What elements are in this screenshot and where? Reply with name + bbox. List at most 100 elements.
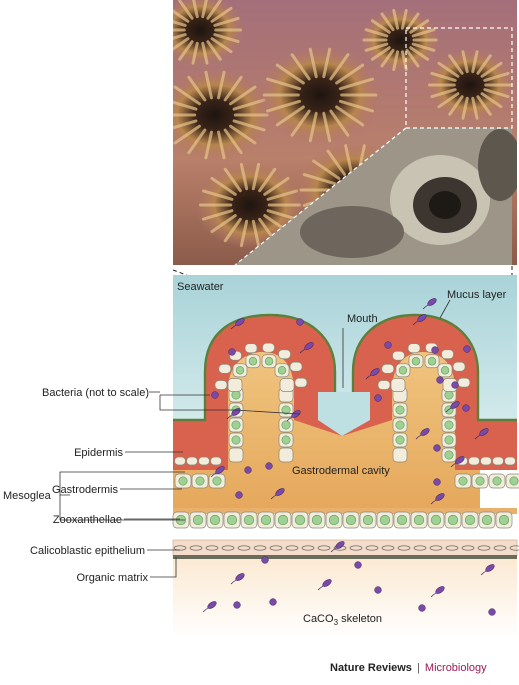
gastrodermal-cell bbox=[186, 456, 198, 466]
calicoblastic-cell bbox=[509, 545, 519, 551]
bacterium-flagellum bbox=[450, 462, 457, 468]
polyp-tentacle bbox=[206, 0, 222, 20]
polyp-tentacle bbox=[411, 28, 436, 38]
polyp-tentacle bbox=[217, 130, 226, 160]
label-gastrodermis: Gastrodermis bbox=[52, 484, 119, 496]
polyp-tentacle bbox=[223, 128, 243, 155]
zooxanthella bbox=[264, 357, 274, 366]
polyp-tentacle bbox=[483, 71, 510, 82]
bacterium bbox=[463, 345, 471, 353]
mesoglea-band bbox=[173, 508, 517, 514]
polyp-tentacle bbox=[308, 47, 318, 79]
gastrodermal-cell bbox=[452, 361, 466, 372]
magnified-inset bbox=[235, 128, 517, 265]
bacterium-flagellum bbox=[202, 607, 209, 613]
bacterium bbox=[451, 381, 459, 389]
zooxanthella bbox=[260, 514, 272, 526]
bacterium-flagellum bbox=[365, 374, 372, 380]
polyp-tentacle bbox=[239, 162, 249, 191]
gastrodermal-cell bbox=[244, 343, 258, 354]
polyp-tentacle bbox=[461, 96, 469, 120]
polyp-tentacle bbox=[290, 53, 311, 81]
polyp-tentacle bbox=[187, 75, 207, 102]
zooxanthella bbox=[209, 514, 221, 526]
gastrodermal-cell bbox=[228, 447, 244, 463]
polyp-tentacle bbox=[173, 124, 201, 145]
polyp-tentacle bbox=[430, 71, 457, 82]
polyp-tentacle bbox=[266, 189, 299, 201]
polyp-tentacle bbox=[370, 19, 391, 34]
zooxanthella bbox=[178, 476, 188, 486]
gastrodermal-cell bbox=[392, 447, 408, 463]
calicoblastic-cell bbox=[253, 545, 267, 551]
label-mucus-layer: Mucus layer bbox=[447, 289, 507, 301]
bacterium bbox=[233, 601, 241, 609]
polyp-tentacle bbox=[338, 77, 374, 91]
gastrodermal-cell bbox=[289, 361, 303, 372]
zooxanthella bbox=[195, 476, 205, 486]
organic-matrix bbox=[173, 555, 517, 559]
polyp-tentacle bbox=[322, 47, 332, 79]
polyp-tentacle bbox=[364, 42, 389, 52]
credit-journal: Microbiology bbox=[424, 662, 487, 674]
polyp-tentacle bbox=[430, 88, 457, 99]
polyp-tentacle bbox=[411, 42, 436, 52]
gastrodermal-cell bbox=[441, 349, 454, 360]
calicoblastic-cell bbox=[397, 545, 411, 551]
polyp-tentacle bbox=[290, 109, 311, 137]
polyp-tentacle bbox=[191, 41, 199, 65]
polyp-tentacle bbox=[448, 95, 464, 116]
gastrodermal-cell bbox=[198, 456, 210, 466]
polyp-tentacle bbox=[258, 167, 277, 193]
polyp-tentacle bbox=[192, 0, 199, 19]
polyp-tentacle bbox=[229, 124, 257, 145]
gastrodermal-cell bbox=[218, 363, 232, 374]
polyp-tentacle bbox=[448, 54, 464, 75]
bacterium-flagellum bbox=[299, 348, 306, 354]
zooxanthella bbox=[440, 366, 450, 375]
polyp-tentacle bbox=[329, 109, 350, 137]
zooxanthella bbox=[458, 476, 468, 486]
polyp-tentacle bbox=[437, 92, 460, 109]
bacterium-flagellum bbox=[415, 434, 422, 440]
polyp-tentacle bbox=[275, 105, 305, 127]
polyp-tentacle bbox=[338, 99, 374, 113]
bacterium-flagellum bbox=[430, 592, 437, 598]
polyp-tentacle bbox=[213, 33, 240, 44]
polyp-tentacle bbox=[405, 12, 420, 32]
bacterium bbox=[228, 348, 236, 356]
polyp-tentacle bbox=[173, 85, 201, 106]
zooxanthella bbox=[396, 514, 408, 526]
bacterium bbox=[418, 604, 426, 612]
polyp-tentacle bbox=[229, 85, 257, 106]
bacterium bbox=[235, 491, 243, 499]
polyp-tentacle bbox=[480, 61, 503, 78]
calicoblastic-cell bbox=[237, 545, 251, 551]
polyp-tentacle bbox=[263, 176, 290, 196]
polyp-tentacle bbox=[223, 217, 242, 243]
zooxanthella bbox=[345, 514, 357, 526]
zooxanthella bbox=[492, 476, 502, 486]
journal-credit: Nature Reviews | Microbiology bbox=[330, 662, 487, 674]
calicoblastic-cell bbox=[285, 545, 299, 551]
label-organic-matrix: Organic matrix bbox=[76, 572, 148, 584]
polyp-tentacle bbox=[400, 8, 408, 30]
zooxanthella bbox=[277, 366, 287, 375]
calicoblastic-cell bbox=[221, 545, 235, 551]
zooxanthella bbox=[447, 514, 459, 526]
zooxanthella bbox=[395, 435, 405, 445]
bacterium bbox=[374, 586, 382, 594]
bacterium bbox=[296, 318, 304, 326]
zooxanthella bbox=[294, 514, 306, 526]
calicoblastic-epithelium bbox=[172, 539, 518, 557]
polyp-tentacle bbox=[437, 61, 460, 78]
zooxanthella bbox=[430, 514, 442, 526]
polyp-tentacle bbox=[483, 88, 510, 99]
calicoblastic-cell bbox=[349, 545, 363, 551]
gastrodermal-cell bbox=[227, 378, 243, 392]
bacterium bbox=[488, 608, 496, 616]
calicoblastic-cell bbox=[381, 545, 395, 551]
polyp-tentacle bbox=[335, 63, 365, 85]
polyp-tentacle bbox=[173, 119, 198, 130]
polyp-tentacle bbox=[201, 189, 234, 201]
